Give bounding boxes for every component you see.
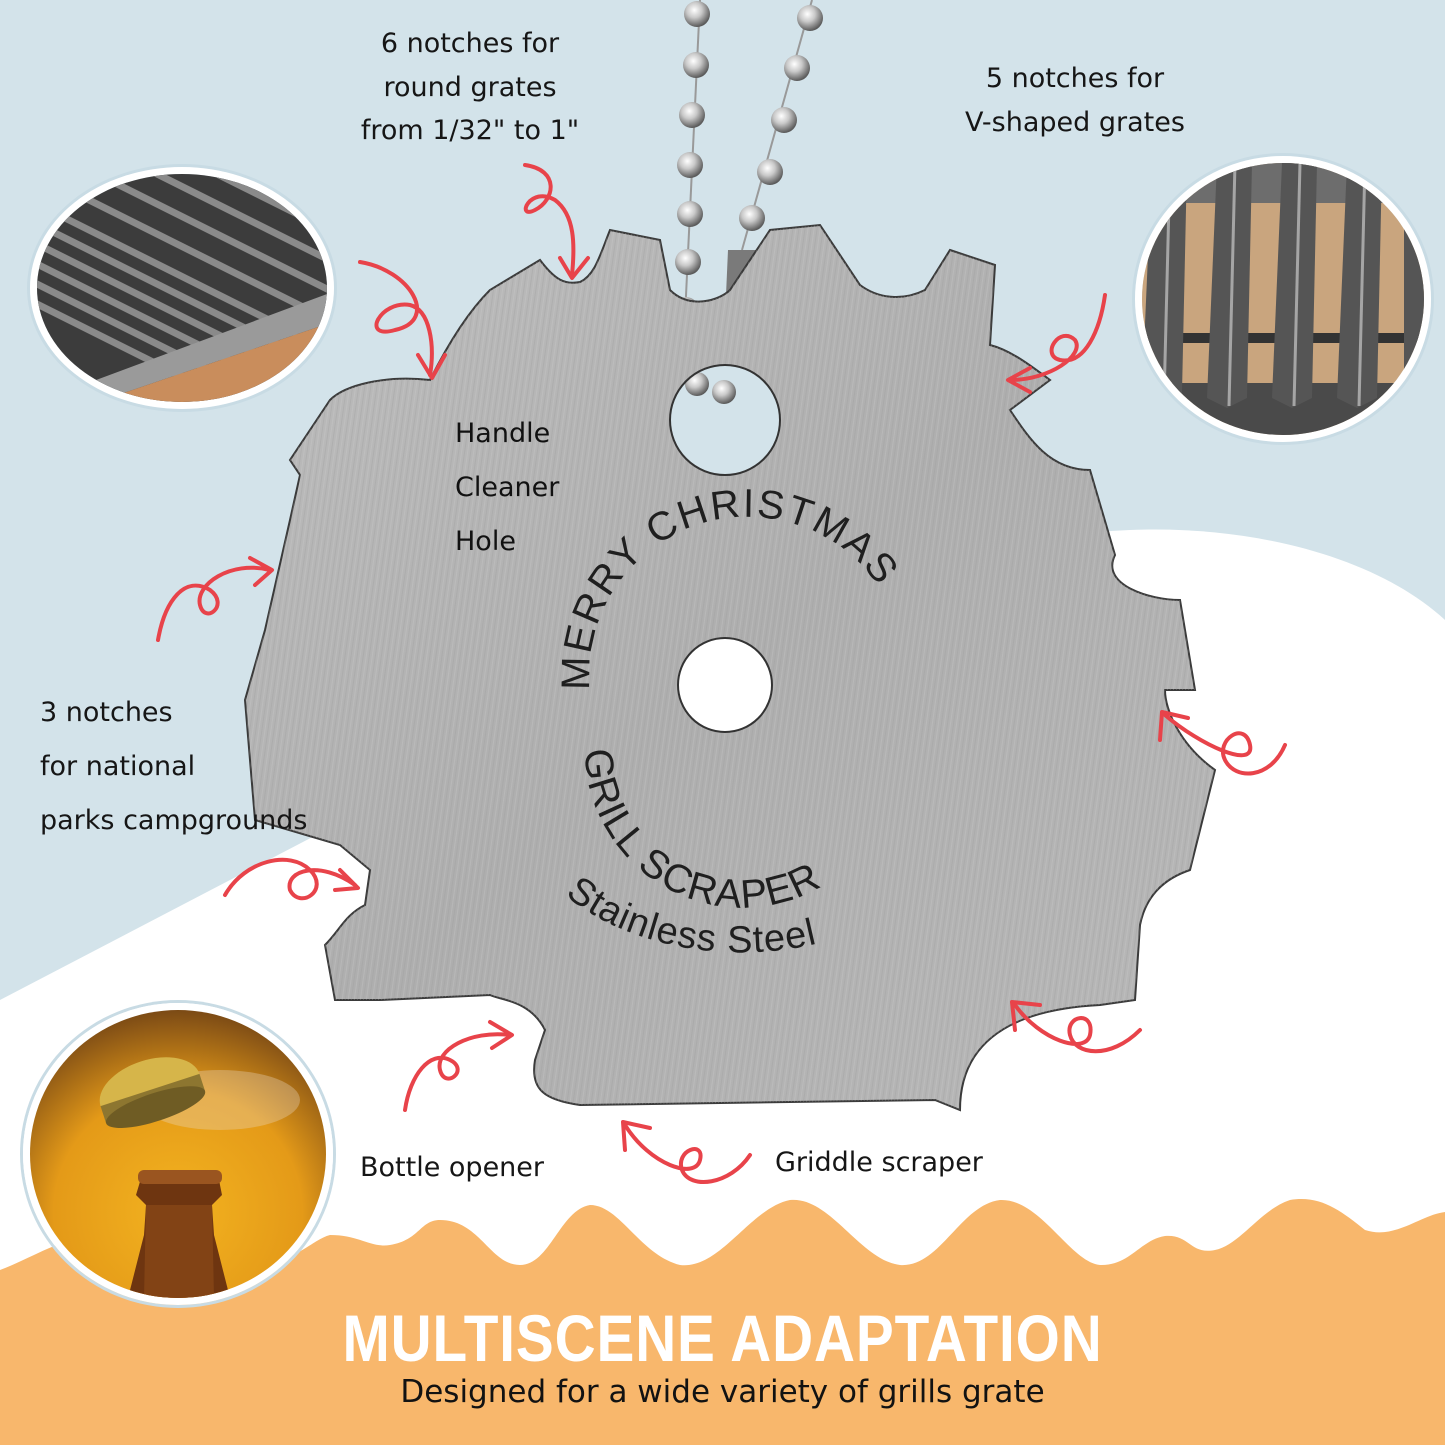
arrow-national-parks-top-icon bbox=[156, 556, 274, 642]
handle-cleaner-hole-label: Handle Cleaner Hole bbox=[455, 418, 560, 557]
arrow-national-parks-bottom-icon bbox=[223, 857, 360, 901]
arrow-bottle-opener-icon bbox=[403, 1020, 514, 1112]
round-grate-photo bbox=[30, 167, 334, 409]
footer-subtitle: Designed for a wide variety of grills gr… bbox=[400, 1374, 1045, 1410]
arrow-griddle-scraper-icon bbox=[621, 1120, 752, 1184]
beer-bottle-opening-photo bbox=[23, 1003, 333, 1305]
v-shaped-grate-photo bbox=[1135, 156, 1431, 442]
callout-griddle-scraper: Griddle scraper bbox=[775, 1147, 983, 1178]
center-hole bbox=[677, 637, 773, 733]
callout-round-grates: 6 notches for round grates from 1/32" to… bbox=[360, 28, 580, 147]
arrow-lower-right-notch-icon bbox=[1010, 1000, 1142, 1054]
callout-bottle-opener: Bottle opener bbox=[360, 1152, 545, 1183]
orange-wave-footer bbox=[0, 1199, 1445, 1445]
arrow-right-notch-icon bbox=[1158, 710, 1287, 776]
handle-cleaner-hole bbox=[669, 364, 781, 476]
callout-v-shaped-grates: 5 notches for V-shaped grates bbox=[965, 63, 1185, 138]
callout-national-parks: 3 notches for national parks campgrounds bbox=[40, 697, 308, 836]
arrow-round-grate-top-icon bbox=[523, 163, 590, 280]
arrow-v-grate-icon bbox=[1006, 293, 1107, 394]
footer-title: MULTISCENE ADAPTATION bbox=[342, 1301, 1103, 1375]
arrow-round-grate-left-icon bbox=[358, 260, 447, 380]
